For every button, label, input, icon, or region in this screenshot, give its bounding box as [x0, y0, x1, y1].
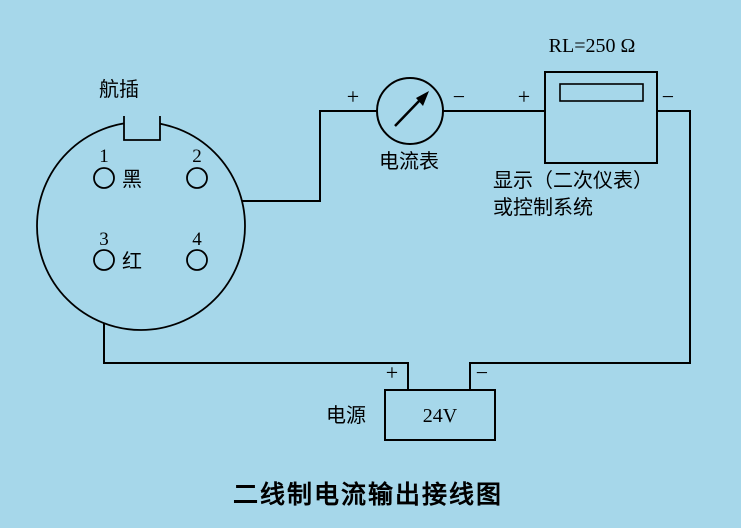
pin-2	[186, 167, 208, 189]
power-minus-sign: −	[476, 360, 488, 385]
pin-4	[186, 249, 208, 271]
pin-3	[93, 249, 115, 271]
plug-keyway-notch	[123, 116, 161, 141]
display-caption-line2: 或控制系统	[493, 196, 593, 219]
pin-4-number: 4	[192, 229, 202, 250]
ammeter-plus-sign: +	[347, 84, 359, 109]
pin-1-number: 1	[99, 146, 109, 167]
display-window	[559, 83, 644, 102]
display-caption-line1: 显示（二次仪表）	[493, 169, 653, 192]
display-minus-sign: −	[662, 84, 674, 109]
wire-display-to-power-minus	[469, 110, 691, 390]
power-plus-sign: +	[386, 360, 398, 385]
display-plus-sign: +	[518, 84, 530, 109]
display-box	[544, 71, 658, 164]
ammeter-label: 电流表	[379, 150, 439, 173]
power-box	[384, 389, 496, 441]
ammeter-minus-sign: −	[453, 84, 465, 109]
rl-resistor-label: RL=250 Ω	[549, 35, 636, 57]
power-value: 24V	[423, 405, 458, 427]
ammeter-needle-icon	[394, 91, 429, 127]
pin-1	[93, 167, 115, 189]
pin-2-number: 2	[192, 146, 202, 167]
pin-3-wire-label: 红	[122, 250, 142, 273]
aviation-plug-circle	[36, 121, 246, 331]
power-label: 电源	[326, 404, 366, 427]
diagram-title: 二线制电流输出接线图	[233, 480, 503, 509]
pin-1-wire-label: 黑	[122, 169, 142, 191]
pin-3-number: 3	[99, 229, 109, 250]
aviation-plug-label: 航插	[99, 78, 139, 101]
